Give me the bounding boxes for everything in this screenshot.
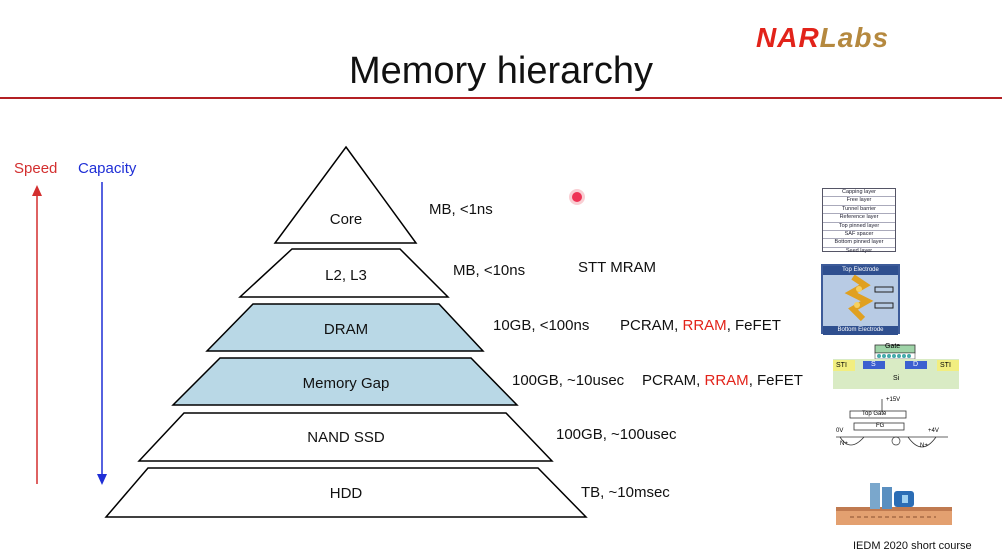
tech-memory-gap: PCRAM, RRAM, FeFET <box>642 372 803 389</box>
title-divider <box>0 97 1002 99</box>
tier-hdd <box>104 467 588 518</box>
tier-dram <box>205 303 485 352</box>
rram-filament-graphic <box>844 274 894 322</box>
tech-l2l3: STT MRAM <box>578 259 657 276</box>
tier-memory-gap <box>171 357 519 406</box>
tier-label-memory-gap: Memory Gap <box>302 375 390 392</box>
mtj-stack-thumbnail: Capping layer Free layer Tunnel barrier … <box>822 188 896 254</box>
info-hdd: TB, ~10msec <box>581 484 670 501</box>
capacity-arrow-head <box>97 474 107 485</box>
slide-title: Memory hierarchy <box>348 50 654 92</box>
fefet-graphic <box>833 344 959 389</box>
info-dram: 10GB, <100ns <box>493 317 590 334</box>
tier-label-dram: DRAM <box>323 321 369 338</box>
tier-nand-ssd <box>137 412 554 462</box>
capacity-label: Capacity <box>78 160 137 177</box>
fefet-thumbnail: Gate STI STI S D Si <box>833 343 959 389</box>
speed-arrow-head <box>32 185 42 196</box>
narlabs-logo: NARLabs <box>756 22 890 53</box>
info-nand-ssd: 100GB, ~100usec <box>556 426 677 443</box>
tech-dram: PCRAM, RRAM, FeFET <box>620 317 781 334</box>
presenter-pointer <box>572 192 582 202</box>
info-memory-gap: 100GB, ~10usec <box>512 372 625 389</box>
info-l2l3: MB, <10ns <box>453 262 526 279</box>
info-core: MB, <1ns <box>429 201 493 218</box>
tier-core <box>273 145 418 244</box>
flash-cell-thumbnail: +15V Top Gate FG 0V +4V N+ N+ <box>836 397 948 463</box>
tier-label-core: Core <box>329 211 363 228</box>
tier-l2l3 <box>238 248 450 298</box>
tier-label-l2l3: L2, L3 <box>325 267 367 284</box>
flash-cell-graphic <box>836 399 948 448</box>
source-footer: IEDM 2020 short course <box>853 540 972 552</box>
tier-label-hdd: HDD <box>329 485 363 502</box>
rram-thumbnail: Top Electrode Bottom Electrode <box>821 264 900 335</box>
hdd-head-thumbnail <box>836 477 952 527</box>
hdd-head-graphic <box>836 483 952 525</box>
speed-label: Speed <box>14 160 58 177</box>
tier-label-nand-ssd: NAND SSD <box>307 429 385 446</box>
